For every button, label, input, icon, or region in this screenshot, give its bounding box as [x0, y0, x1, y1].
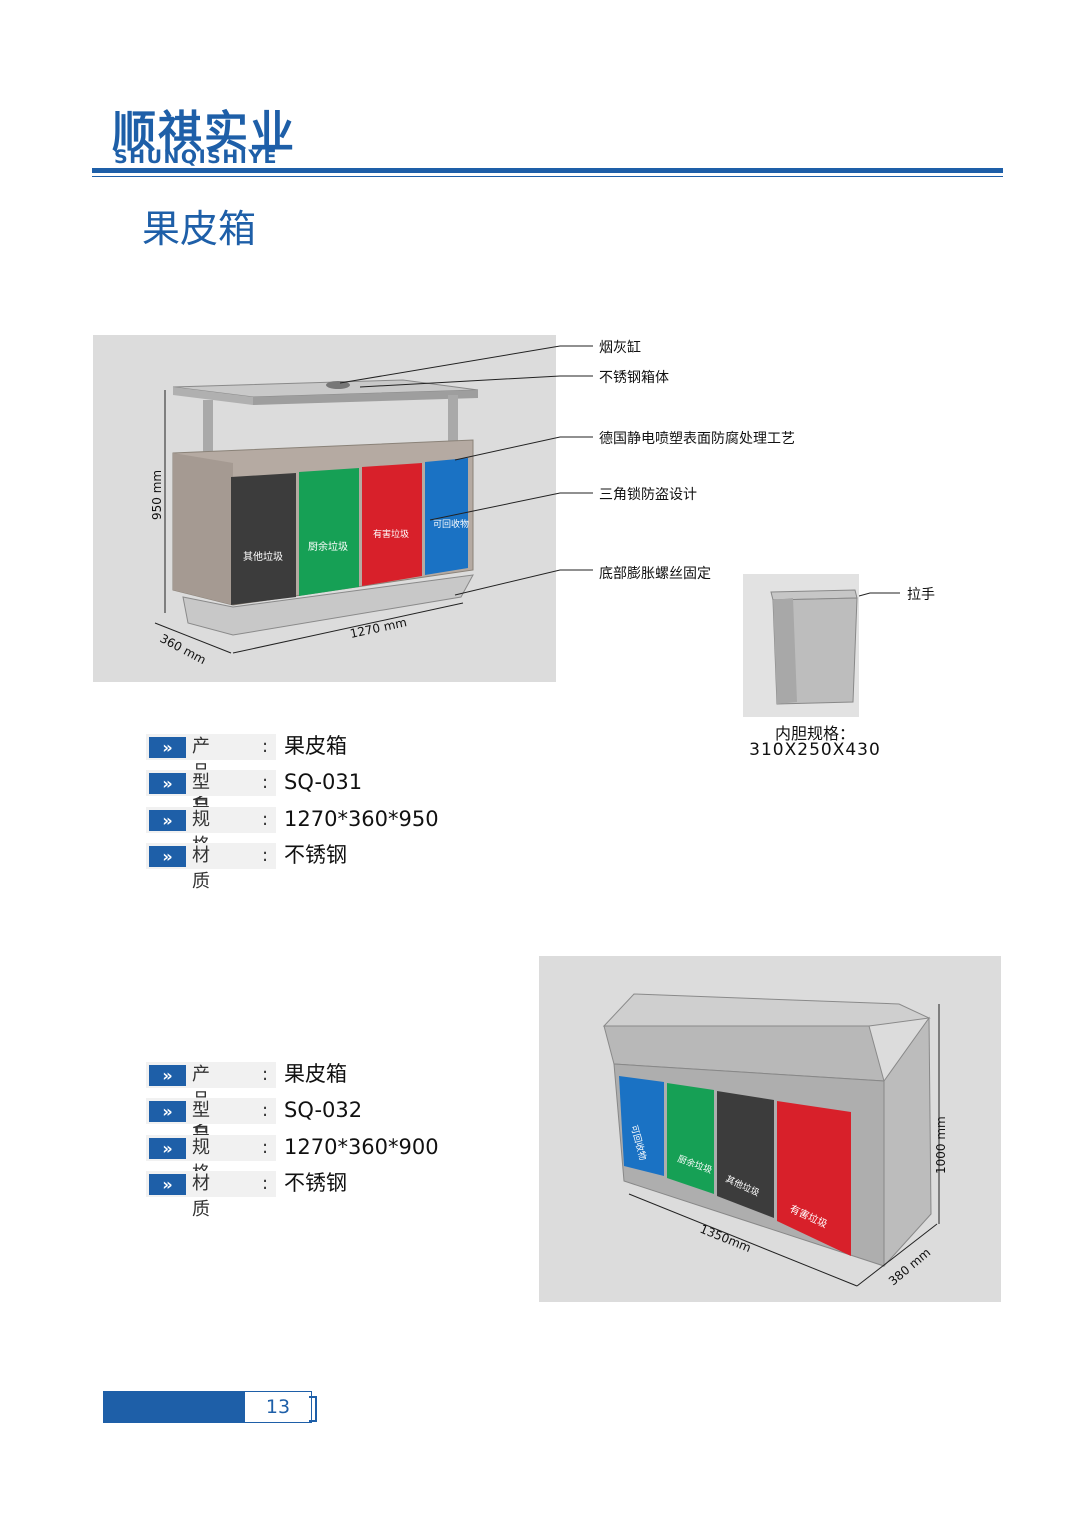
chevron-icon: » [149, 810, 186, 831]
callout-handle: 拉手 [907, 587, 935, 603]
door-kitchen [299, 468, 359, 596]
ashtray [326, 381, 350, 389]
door-kitchen [667, 1083, 714, 1194]
inner-spec-value: 310X250X430 [749, 740, 881, 760]
product-1-illustration: 其他垃圾 厨余垃圾 有害垃圾 可回收物 950 mm 1270 mm 360 m… [150, 379, 479, 667]
spec-value: 1270*360*900 [284, 1135, 439, 1159]
footer-bracket [309, 1396, 317, 1422]
spec-value: 1270*360*950 [284, 807, 439, 831]
footer-box [245, 1391, 312, 1423]
footer-bar [103, 1391, 245, 1423]
header-rule [92, 168, 1003, 173]
dim-height-label: 1000 mm [934, 1116, 948, 1174]
chevron-icon: » [149, 1101, 186, 1122]
dim-width-label: 1350mm [698, 1222, 753, 1255]
spec-label: 材 质 [192, 1173, 246, 1220]
spec-value: 果皮箱 [284, 734, 347, 758]
chevron-icon: » [149, 1174, 186, 1195]
door-other [717, 1091, 774, 1218]
dim-height-label: 950 mm [150, 470, 164, 520]
product-2-photo: 可回收物 厨余垃圾 其他垃圾 有害垃圾 1000 mm 1350mm 380 m… [539, 956, 1001, 1302]
chevron-icon: » [149, 737, 186, 758]
callout-coating: 德国静电喷塑表面防腐处理工艺 [599, 431, 795, 447]
brand-name-cn: 顺祺实业 [112, 107, 296, 158]
product-1-photo: 其他垃圾 厨余垃圾 有害垃圾 可回收物 950 mm 1270 mm 360 m… [93, 335, 556, 682]
door-hazardous [362, 463, 422, 586]
callout-lock: 三角锁防盗设计 [599, 487, 697, 503]
spec-value: 不锈钢 [284, 843, 347, 867]
door-other [231, 473, 296, 605]
spec-value: SQ-032 [284, 1098, 363, 1122]
product-2-illustration: 可回收物 厨余垃圾 其他垃圾 有害垃圾 1000 mm 1350mm 380 m… [602, 993, 948, 1288]
chevron-icon: » [149, 1138, 186, 1159]
chevron-icon: » [149, 846, 186, 867]
callout-lines [339, 345, 900, 613]
spec-value: 不锈钢 [284, 1171, 347, 1195]
inner-bucket-photo [743, 574, 859, 717]
spec-label: 材 质 [192, 845, 246, 892]
bin-label-recyclable: 可回收物 [433, 518, 469, 530]
spec-value: SQ-031 [284, 770, 363, 794]
callout-ashtray: 烟灰缸 [599, 340, 641, 356]
spec-value: 果皮箱 [284, 1062, 347, 1086]
inner-spec-label: 内胆规格： [774, 724, 855, 743]
chevron-icon: » [149, 773, 186, 794]
bin-label-other: 其他垃圾 [243, 550, 283, 563]
page-title: 果皮箱 [142, 207, 257, 251]
bin-label-kitchen: 厨余垃圾 [308, 540, 348, 553]
door-hazardous [777, 1101, 851, 1256]
brand-name-en: SHUNQISHIYE [114, 146, 279, 168]
page-number: 13 [265, 1396, 291, 1418]
callout-stainless-body: 不锈钢箱体 [599, 370, 669, 386]
header-rule-thin [92, 176, 1003, 177]
bin-label-hazardous: 有害垃圾 [373, 528, 409, 540]
door-recyclable [619, 1076, 664, 1176]
chevron-icon: » [149, 1065, 186, 1086]
callout-base: 底部膨胀螺丝固定 [599, 566, 711, 582]
